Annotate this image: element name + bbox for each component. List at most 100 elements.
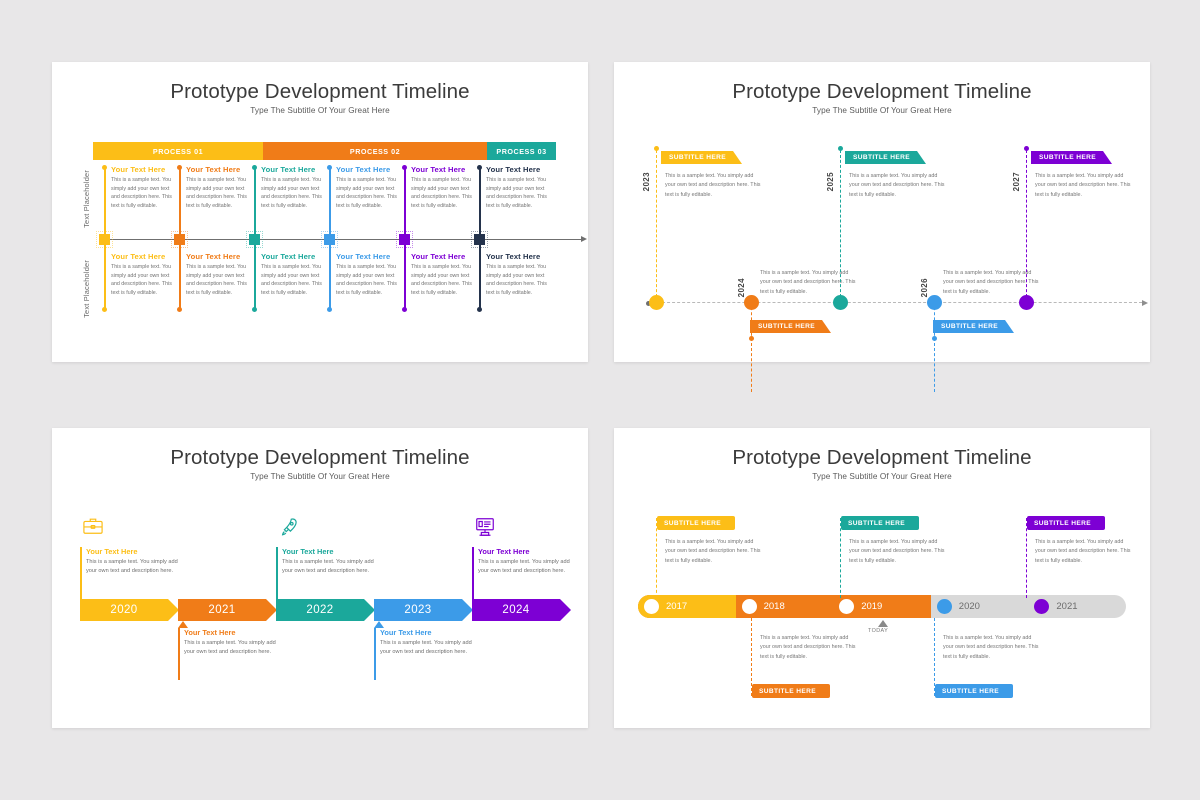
timeline-node[interactable] — [1019, 295, 1034, 310]
callout-ribbon-label: SUBTITLE HERE — [759, 687, 816, 695]
stem-line-top — [179, 168, 181, 234]
pill-progress-fill-first — [638, 595, 736, 618]
callout-ribbon-label: SUBTITLE HERE — [1034, 519, 1091, 527]
pill-segment-year: 2018 — [763, 601, 785, 612]
column-body: This is a sample text. You simply add yo… — [261, 264, 322, 296]
column-heading: Your Text Here — [186, 252, 241, 261]
timeline-marker[interactable] — [174, 234, 185, 245]
pill-segment[interactable]: 2020 — [931, 595, 1029, 618]
pill-segment-dot — [1034, 599, 1050, 614]
timeline-marker[interactable] — [399, 234, 410, 245]
stem-line-top — [329, 168, 331, 234]
pill-segment-dot — [936, 599, 952, 614]
milestone-ribbon[interactable]: SUBTITLE HERE — [933, 320, 1014, 333]
milestone-ribbon[interactable]: SUBTITLE HERE — [661, 151, 742, 164]
column-body: This is a sample text. You simply add yo… — [486, 264, 547, 296]
stem-line-bottom — [329, 245, 331, 309]
column-heading: Your Text Here — [486, 165, 541, 174]
stem-dashed-line — [1026, 150, 1027, 302]
accent-bar — [276, 547, 278, 599]
column-content-top: Your Text Here This is a sample text. Yo… — [186, 165, 254, 210]
callout-body: This is a sample text. You simply add yo… — [760, 635, 856, 660]
milestone-year: 2024 — [737, 278, 746, 298]
milestone-body: This is a sample text. You simply add yo… — [1035, 173, 1131, 198]
milestone-ribbon[interactable]: SUBTITLE HERE — [750, 320, 831, 333]
accent-bar — [80, 547, 82, 599]
timeline-node[interactable] — [649, 295, 664, 310]
stem-dashed-line — [840, 150, 841, 302]
timeline-marker[interactable] — [99, 234, 110, 245]
timeline-marker[interactable] — [474, 234, 485, 245]
callout-ribbon[interactable]: SUBTITLE HERE — [657, 516, 735, 530]
column-content-bottom: Your Text Here This is a sample text. Yo… — [486, 252, 554, 297]
page-title: Prototype Development Timeline — [732, 446, 1032, 469]
stem-top-dot — [327, 165, 332, 170]
stem-line-bottom — [179, 245, 181, 309]
briefcase-icon — [82, 516, 104, 541]
column-content-bottom: Your Text Here This is a sample text. Yo… — [111, 252, 179, 297]
callout-ribbon[interactable]: SUBTITLE HERE — [841, 516, 919, 530]
milestone-ribbon-label: SUBTITLE HERE — [1039, 154, 1096, 161]
column-content-bottom: Your Text Here This is a sample text. Yo… — [261, 252, 329, 297]
process-bar-01[interactable]: PROCESS 01 — [93, 142, 263, 160]
stem-tip-dot — [749, 336, 754, 341]
step-year-arrow[interactable]: 2020 — [80, 599, 179, 621]
column-content-top: Your Text Here This is a sample text. Yo… — [411, 165, 479, 210]
step-heading: Your Text Here — [282, 547, 334, 556]
step-body: This is a sample text. You simply add yo… — [282, 559, 374, 575]
slide-year-arrows[interactable]: Prototype Development Timeline Type The … — [52, 428, 588, 728]
milestone-ribbon[interactable]: SUBTITLE HERE — [845, 151, 926, 164]
pill-segment[interactable]: 2019 — [833, 595, 931, 618]
step-heading: Your Text Here — [380, 628, 432, 637]
pill-segment-dot — [644, 599, 659, 614]
step-card: Your Text Here This is a sample text. Yo… — [86, 547, 178, 577]
column-content-top: Your Text Here This is a sample text. Yo… — [261, 165, 329, 210]
step-heading: Your Text Here — [86, 547, 138, 556]
process-bar-02[interactable]: PROCESS 02 — [263, 142, 487, 160]
arrow-notch — [374, 621, 384, 628]
stem-dashed-line — [934, 302, 935, 392]
timeline-marker[interactable] — [324, 234, 335, 245]
process-bar-03[interactable]: PROCESS 03 — [487, 142, 556, 160]
stem-bottom-dot — [402, 307, 407, 312]
callout-ribbon[interactable]: SUBTITLE HERE — [752, 684, 830, 698]
callout-ribbon[interactable]: SUBTITLE HERE — [1027, 516, 1105, 530]
milestone-ribbon-label: SUBTITLE HERE — [853, 154, 910, 161]
timeline-axis — [646, 299, 1148, 306]
vertical-label-top: Text Placeholder — [82, 170, 91, 228]
slide-progress-pill[interactable]: Prototype Development Timeline Type The … — [614, 428, 1150, 728]
timeline-node[interactable] — [833, 295, 848, 310]
process-bar-03-label: PROCESS 03 — [496, 146, 547, 156]
step-body: This is a sample text. You simply add yo… — [86, 559, 178, 575]
step-year-arrow[interactable]: 2021 — [178, 599, 277, 621]
callout-ribbon[interactable]: SUBTITLE HERE — [935, 684, 1013, 698]
pill-segment[interactable]: 2018 — [736, 595, 834, 618]
step-year-arrow[interactable]: 2023 — [374, 599, 473, 621]
pill-segment[interactable]: 2021 — [1028, 595, 1126, 618]
step-heading: Your Text Here — [478, 547, 530, 556]
column-body: This is a sample text. You simply add yo… — [111, 177, 172, 209]
today-label: TODAY — [868, 628, 889, 634]
column-heading: Your Text Here — [111, 165, 166, 174]
stem-line-bottom — [104, 245, 106, 309]
slide-year-milestones[interactable]: Prototype Development Timeline Type The … — [614, 62, 1150, 392]
step-body: This is a sample text. You simply add yo… — [478, 559, 570, 575]
pill-segment[interactable]: 2017 — [638, 595, 736, 618]
step-year-label: 2022 — [306, 604, 334, 616]
milestone-ribbon[interactable]: SUBTITLE HERE — [1031, 151, 1112, 164]
stem-dashed-line — [751, 302, 752, 392]
column-heading: Your Text Here — [336, 165, 391, 174]
stem-line-top — [404, 168, 406, 234]
stem-top-dot — [177, 165, 182, 170]
milestone-year: 2026 — [920, 278, 929, 298]
slide-process-timeline[interactable]: Prototype Development Timeline Type The … — [52, 62, 588, 362]
progress-pill-bar[interactable]: 2017 2018 2019 2020 2021 — [638, 595, 1126, 618]
column-content-bottom: Your Text Here This is a sample text. Yo… — [186, 252, 254, 297]
stem-bottom-dot — [252, 307, 257, 312]
step-year-arrow[interactable]: 2024 — [472, 599, 571, 621]
column-body: This is a sample text. You simply add yo… — [411, 177, 472, 209]
callout-body: This is a sample text. You simply add yo… — [849, 539, 945, 564]
timeline-marker[interactable] — [249, 234, 260, 245]
today-triangle-icon — [878, 620, 888, 627]
step-year-arrow[interactable]: 2022 — [276, 599, 375, 621]
